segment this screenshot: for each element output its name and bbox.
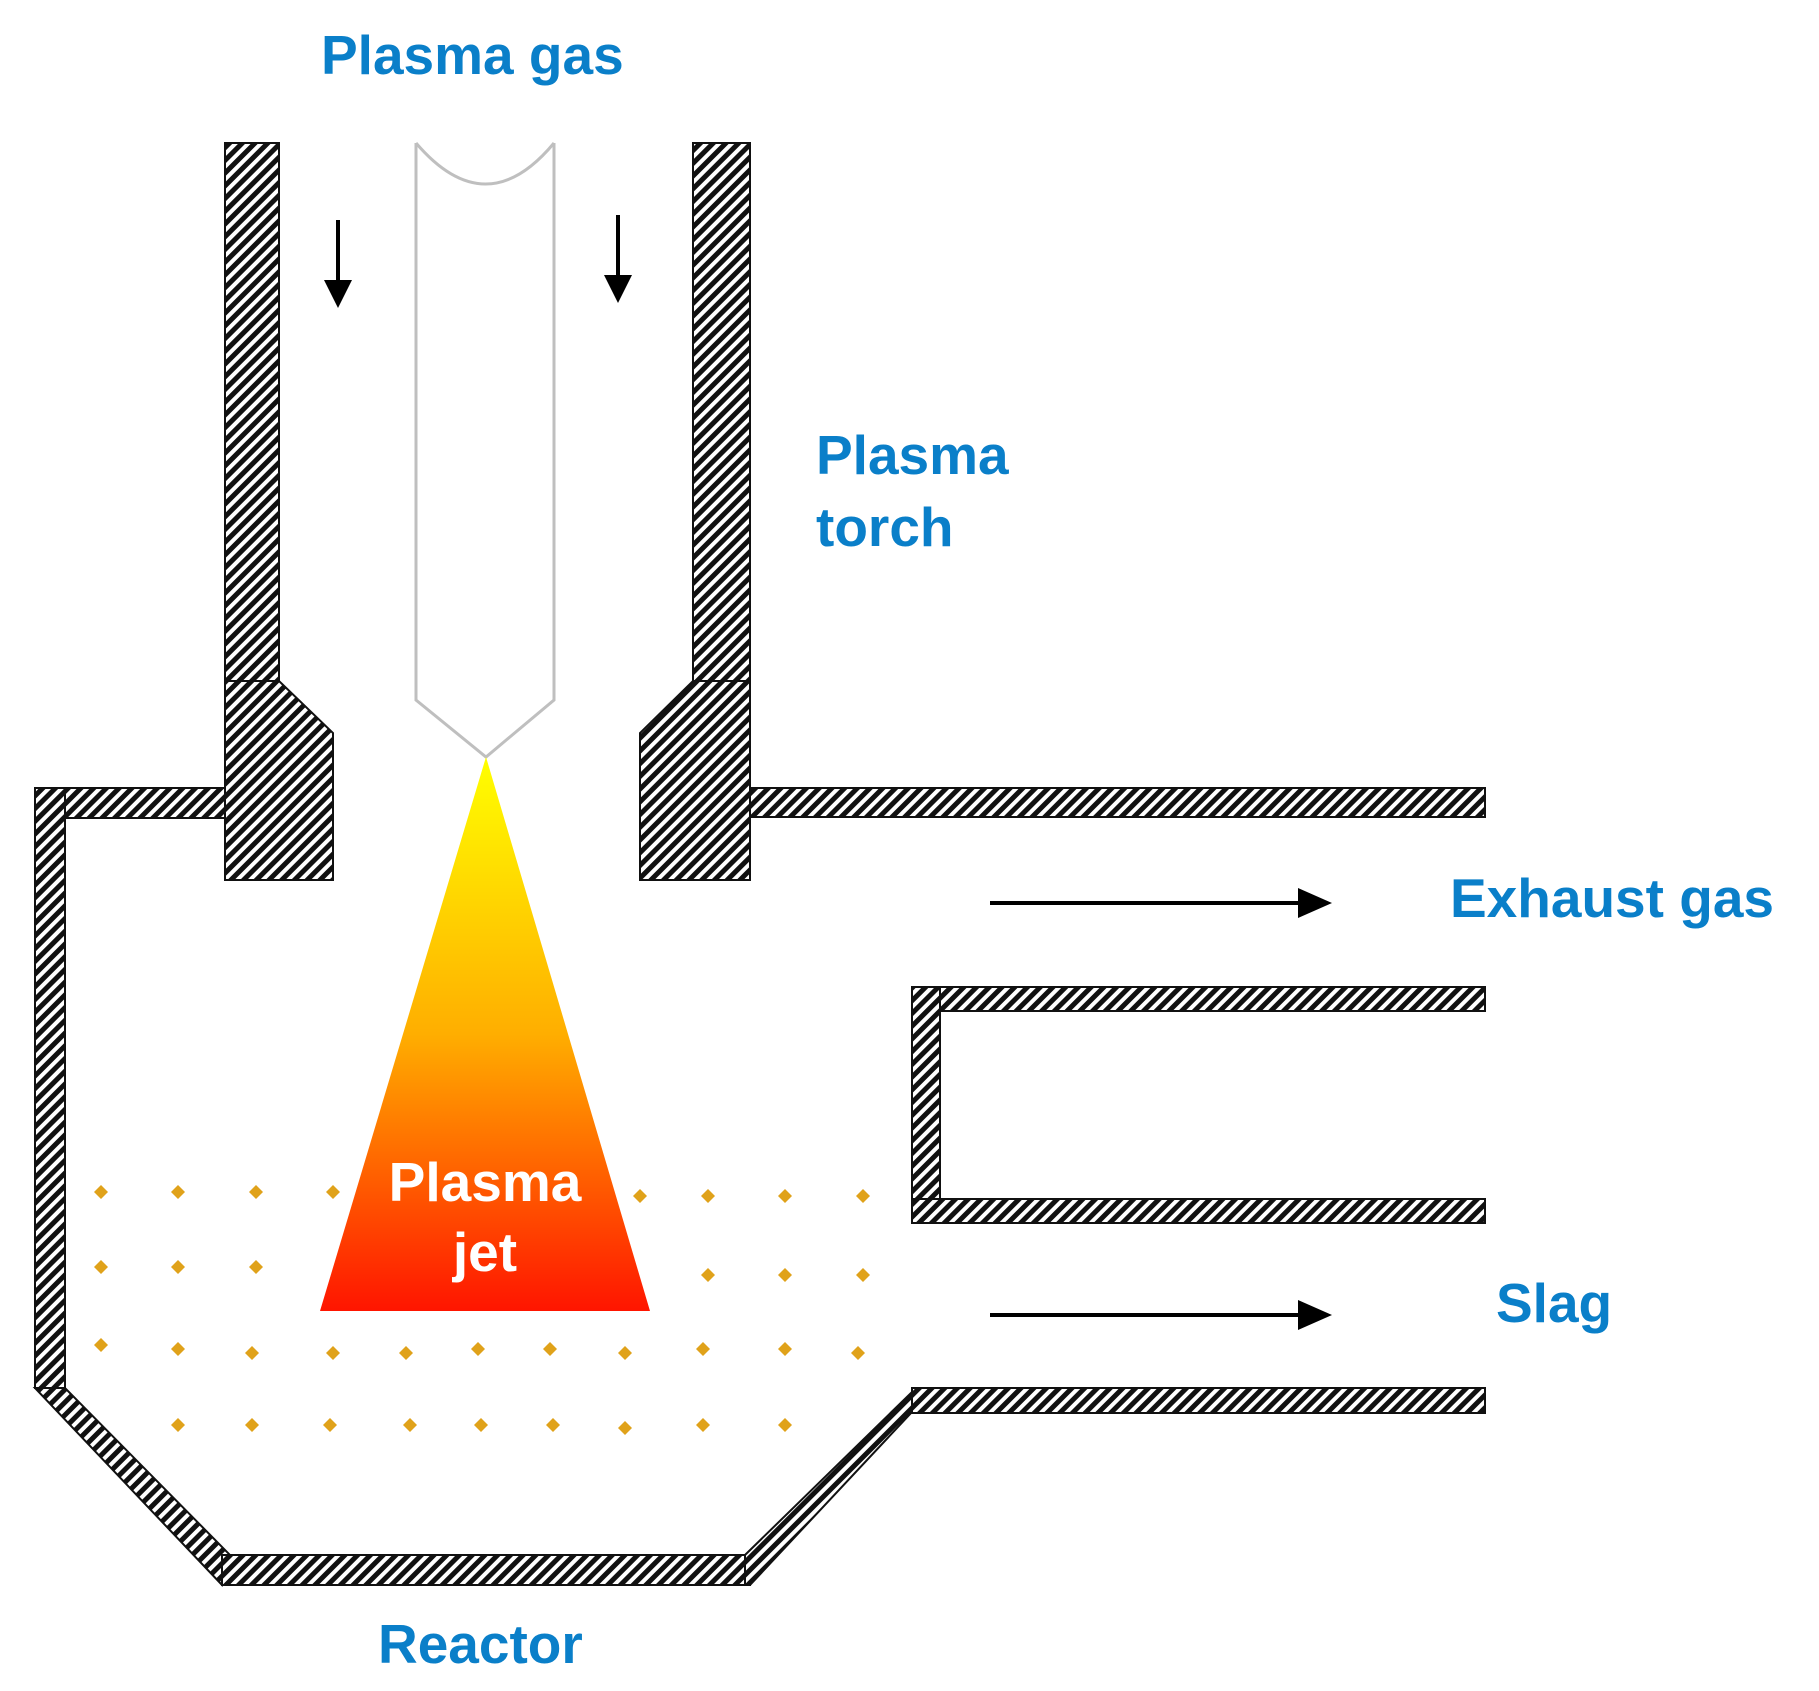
torch-left-wall	[224, 142, 280, 682]
torch-electrode	[414, 142, 556, 759]
torch-right-wall	[692, 142, 751, 682]
particle-dot	[94, 1338, 108, 1352]
plasma-jet-label-line1: Plasma	[388, 1151, 582, 1213]
particle-dot	[474, 1418, 488, 1432]
plasma-jet	[320, 757, 650, 1311]
particle-dot	[618, 1421, 632, 1435]
particle-dot	[171, 1342, 185, 1356]
particle-dot	[856, 1268, 870, 1282]
particle-dot	[249, 1185, 263, 1199]
particle-dot	[546, 1418, 560, 1432]
particle-dot	[245, 1418, 259, 1432]
particle-dot	[403, 1418, 417, 1432]
particle-dot	[696, 1342, 710, 1356]
particle-dot	[778, 1342, 792, 1356]
particle-dot	[856, 1189, 870, 1203]
reactor-left-wall	[34, 787, 66, 1389]
particle-dot	[543, 1342, 557, 1356]
particle-dot	[245, 1346, 259, 1360]
reactor-bottom-wall	[221, 1554, 751, 1586]
gas-arrow-right	[604, 215, 632, 303]
particle-dot	[249, 1260, 263, 1274]
gas-arrow-left	[324, 220, 352, 308]
particle-dot	[701, 1268, 715, 1282]
slag-label: Slag	[1496, 1272, 1613, 1334]
reactor-label: Reactor	[378, 1613, 583, 1675]
reactor-top-right-wall	[749, 787, 1486, 818]
particle-dot	[94, 1260, 108, 1274]
particle-dot	[399, 1346, 413, 1360]
particle-dot	[851, 1346, 865, 1360]
particle-dot	[326, 1185, 340, 1199]
slag-outlet-bottom-wall	[911, 1387, 1486, 1414]
particle-dot	[696, 1418, 710, 1432]
exhaust-arrow	[990, 888, 1332, 918]
torch-left-nozzle	[224, 680, 334, 881]
exhaust-gas-label: Exhaust gas	[1450, 867, 1775, 929]
particle-dot	[778, 1189, 792, 1203]
particle-dot	[326, 1346, 340, 1360]
plasma-torch-label-line1: Plasma	[816, 424, 1009, 486]
channel-divider	[911, 986, 1486, 1224]
particles	[94, 1185, 870, 1435]
plasma-jet-label-line2: jet	[452, 1221, 518, 1283]
plasma-gas-label: Plasma gas	[321, 24, 624, 86]
particle-dot	[471, 1342, 485, 1356]
particle-dot	[323, 1418, 337, 1432]
particle-dot	[633, 1189, 647, 1203]
particle-dot	[618, 1346, 632, 1360]
reactor-bottom-left-slope	[32, 1387, 232, 1587]
particle-dot	[94, 1185, 108, 1199]
torch-right-nozzle	[639, 680, 751, 881]
particle-dot	[171, 1418, 185, 1432]
particle-dot	[778, 1268, 792, 1282]
particle-dot	[778, 1418, 792, 1432]
particle-dot	[701, 1189, 715, 1203]
slag-arrow	[990, 1300, 1332, 1330]
plasma-torch-label-line2: torch	[816, 496, 954, 558]
reactor-bottom-right-slope	[744, 1389, 913, 1586]
particle-dot	[171, 1260, 185, 1274]
particle-dot	[171, 1185, 185, 1199]
